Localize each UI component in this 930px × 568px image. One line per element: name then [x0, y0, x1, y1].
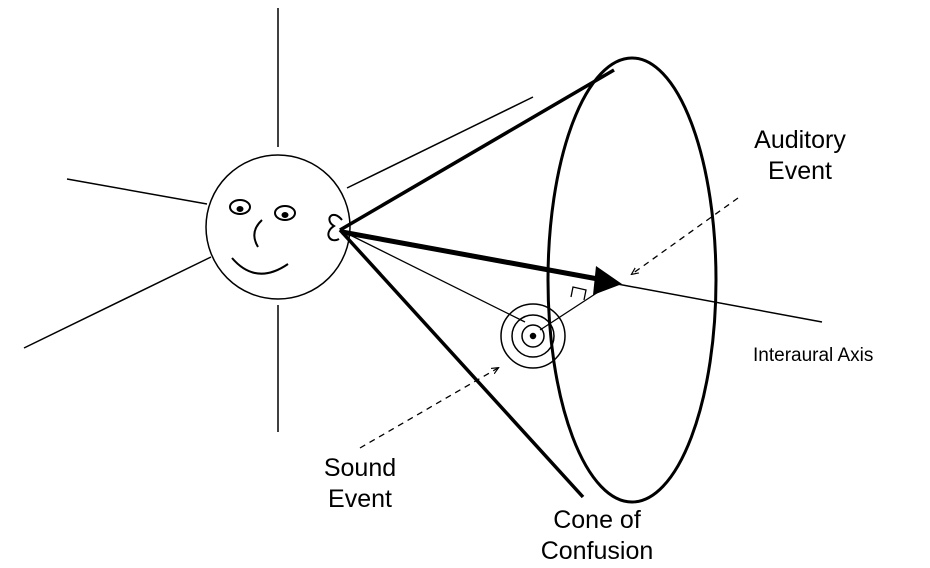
right-pupil [281, 212, 289, 218]
mouth [231, 257, 289, 275]
sound-ring-middle [511, 314, 555, 358]
horizontal-axis-left [66, 178, 208, 205]
auditory-event-arrow [341, 229, 622, 295]
left-eye [229, 199, 251, 215]
ear [327, 214, 343, 242]
arrow-head [593, 266, 622, 295]
head [205, 154, 351, 300]
sound-event-label: Sound Event [305, 453, 415, 516]
interaural-axis-label: Interaural Axis [753, 345, 874, 366]
sound-event-label-line1: Sound [323, 454, 397, 482]
auditory-event-label-line2: Event [768, 157, 832, 186]
right-angle-square [570, 286, 587, 301]
cone-base-ellipse [546, 56, 718, 504]
diagonal-axis-lower-left [23, 256, 212, 349]
pointer-lines [359, 197, 739, 449]
auditory-event-label: Auditory Event [738, 125, 862, 188]
sound-source-dot [529, 332, 537, 340]
cone-of-confusion-label-line2: Confusion [540, 537, 654, 566]
left-pupil [236, 206, 244, 212]
sound-event-pointer [359, 368, 498, 449]
sound-event-label-line2: Event [328, 485, 392, 514]
sound-ring-outer [500, 303, 566, 369]
cone [338, 56, 718, 504]
head-circle [205, 154, 351, 300]
radius-line [539, 282, 613, 331]
cone-lower-edge [338, 228, 585, 499]
sound-ring-inner [521, 324, 545, 348]
auditory-event-label-line1: Auditory [754, 126, 846, 154]
interaural-axis-line [611, 282, 823, 323]
right-eye [274, 205, 296, 221]
cone-of-confusion-label-line1: Cone of [553, 506, 641, 534]
nose [253, 219, 263, 248]
auditory-event-pointer [632, 197, 739, 274]
arrow-shaft [341, 229, 599, 282]
head-axes [23, 8, 534, 432]
right-angle-marker [539, 282, 613, 331]
cone-upper-edge [339, 68, 615, 232]
sound-source [500, 303, 566, 369]
cone-inner-line [339, 229, 526, 323]
diagonal-axis-upper-right [346, 96, 534, 189]
cone-of-confusion-label: Cone of Confusion [522, 505, 672, 568]
